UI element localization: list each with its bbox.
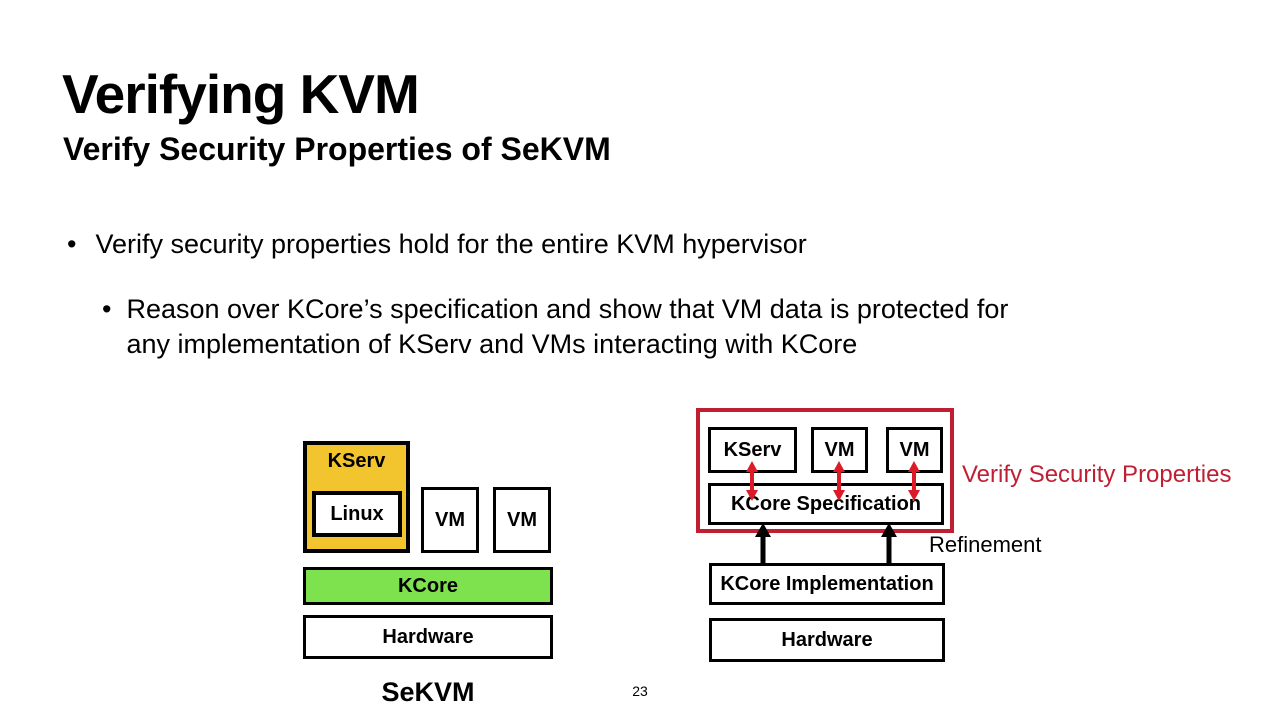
bullet-level2-line1: Reason over KCore’s specification and sh… bbox=[126, 294, 1009, 324]
page-number: 23 bbox=[632, 683, 648, 699]
bullet-level2: • Reason over KCore’s specification and … bbox=[102, 292, 1008, 362]
kcore-specification-box: KCore Specification bbox=[708, 483, 944, 525]
sekvm-kcore-box: KCore bbox=[303, 567, 553, 605]
sekvm-vm-label: VM bbox=[507, 508, 537, 531]
up-arrow-icon bbox=[881, 523, 897, 566]
bullet-glyph: • bbox=[102, 294, 112, 324]
sekvm-kcore-label: KCore bbox=[397, 574, 458, 597]
slide-subtitle: Verify Security Properties of SeKVM bbox=[63, 131, 611, 167]
double-arrow-icon bbox=[908, 461, 920, 501]
verify-scope-frame bbox=[696, 408, 954, 533]
verification-vm-label: VM bbox=[899, 438, 930, 461]
sekvm-hardware-box: Hardware bbox=[303, 615, 553, 659]
sekvm-linux-box: Linux bbox=[312, 491, 402, 537]
sekvm-vm-box-right: VM bbox=[493, 487, 551, 553]
sekvm-kserv-label: KServ bbox=[327, 450, 386, 472]
sekvm-hardware-label: Hardware bbox=[382, 625, 474, 648]
bullet-level1-text: Verify security properties hold for the … bbox=[95, 229, 807, 259]
verification-vm-label: VM bbox=[824, 438, 855, 461]
sekvm-linux-label: Linux bbox=[330, 502, 384, 525]
bullet-level1: • Verify security properties hold for th… bbox=[67, 227, 807, 262]
up-arrow-icon bbox=[755, 523, 771, 566]
refinement-annotation: Refinement bbox=[929, 532, 1042, 557]
slide-title: Verifying KVM bbox=[62, 63, 420, 125]
verification-hardware-box: Hardware bbox=[709, 618, 945, 662]
verify-security-properties-annotation: Verify Security Properties bbox=[962, 461, 1232, 488]
bullet-level2-line2: any implementation of KServ and VMs inte… bbox=[126, 329, 858, 359]
verification-vm-box-left: VM bbox=[811, 427, 868, 473]
sekvm-caption: SeKVM bbox=[381, 677, 475, 707]
bullet-glyph: • bbox=[67, 229, 77, 259]
double-arrow-icon bbox=[746, 461, 758, 501]
verification-kserv-label: KServ bbox=[723, 438, 782, 461]
sekvm-vm-label: VM bbox=[435, 508, 465, 531]
verification-hardware-label: Hardware bbox=[781, 628, 873, 651]
kcore-specification-label: KCore Specification bbox=[730, 492, 922, 515]
kcore-implementation-label: KCore Implementation bbox=[720, 572, 934, 595]
kcore-implementation-box: KCore Implementation bbox=[709, 563, 945, 605]
bullet-level2-text: Reason over KCore’s specification and sh… bbox=[126, 292, 1008, 362]
sekvm-vm-box-left: VM bbox=[421, 487, 479, 553]
double-arrow-icon bbox=[833, 461, 845, 501]
